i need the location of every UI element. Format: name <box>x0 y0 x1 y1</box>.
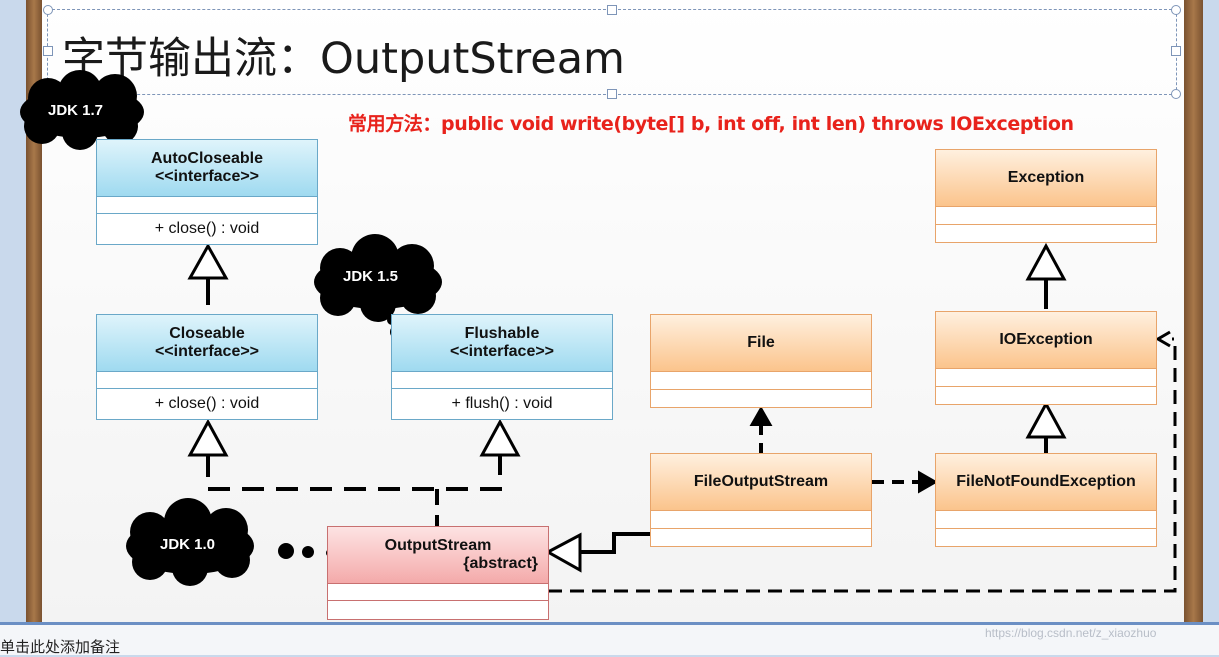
class-method: + close() : void <box>97 213 317 244</box>
class-name: Flushable <box>464 325 540 342</box>
class-name: IOException <box>999 331 1093 348</box>
notes-placeholder[interactable]: 单击此处添加备注 <box>0 638 121 656</box>
class-stereotype: <<interface>> <box>154 343 260 360</box>
notes-pane[interactable] <box>0 622 1219 655</box>
resize-handle[interactable] <box>1171 89 1181 99</box>
class-method: + close() : void <box>97 388 317 419</box>
class-filenotfoundexception[interactable]: FileNotFoundException <box>935 453 1157 547</box>
class-ioexception[interactable]: IOException <box>935 311 1157 405</box>
resize-handle[interactable] <box>43 5 53 15</box>
class-method: + flush() : void <box>392 388 612 419</box>
class-closeable[interactable]: Closeable <<interface>> + close() : void <box>96 314 318 420</box>
slide-frame-right <box>1184 0 1203 625</box>
class-fileoutputstream[interactable]: FileOutputStream <box>650 453 872 547</box>
class-outputstream[interactable]: OutputStream {abstract} <box>327 526 549 620</box>
class-autocloseable[interactable]: AutoCloseable <<interface>> + close() : … <box>96 139 318 245</box>
slide-title[interactable]: 字节输出流：OutputStream <box>62 34 625 84</box>
watermark: https://blog.csdn.net/z_xiaozhuo <box>985 626 1157 640</box>
class-stereotype: <<interface>> <box>154 168 260 185</box>
resize-handle[interactable] <box>1171 5 1181 15</box>
resize-handle[interactable] <box>1171 46 1181 56</box>
class-exception[interactable]: Exception <box>935 149 1157 243</box>
cloud-jdk15 <box>314 234 442 339</box>
resize-handle[interactable] <box>607 89 617 99</box>
jdk15-label: JDK 1.5 <box>343 268 399 285</box>
resize-handle[interactable] <box>607 5 617 15</box>
common-method-text[interactable]: 常用方法：public void write(byte[] b, int off… <box>348 113 1074 135</box>
class-name: OutputStream <box>384 537 492 554</box>
class-name: FileNotFoundException <box>956 473 1136 490</box>
jdk17-label: JDK 1.7 <box>48 102 104 119</box>
class-name: Exception <box>1007 169 1085 186</box>
class-name: AutoCloseable <box>150 150 263 167</box>
class-flushable[interactable]: Flushable <<interface>> + flush() : void <box>391 314 613 420</box>
class-name: FileOutputStream <box>693 473 829 490</box>
slide-frame-left <box>26 0 42 625</box>
class-stereotype: {abstract} <box>463 555 538 572</box>
class-file[interactable]: File <box>650 314 872 408</box>
jdk10-label: JDK 1.0 <box>160 536 216 553</box>
class-name: File <box>747 334 775 351</box>
class-name: Closeable <box>169 325 245 342</box>
resize-handle[interactable] <box>43 46 53 56</box>
cloud-jdk10 <box>126 498 334 586</box>
class-stereotype: <<interface>> <box>449 343 555 360</box>
